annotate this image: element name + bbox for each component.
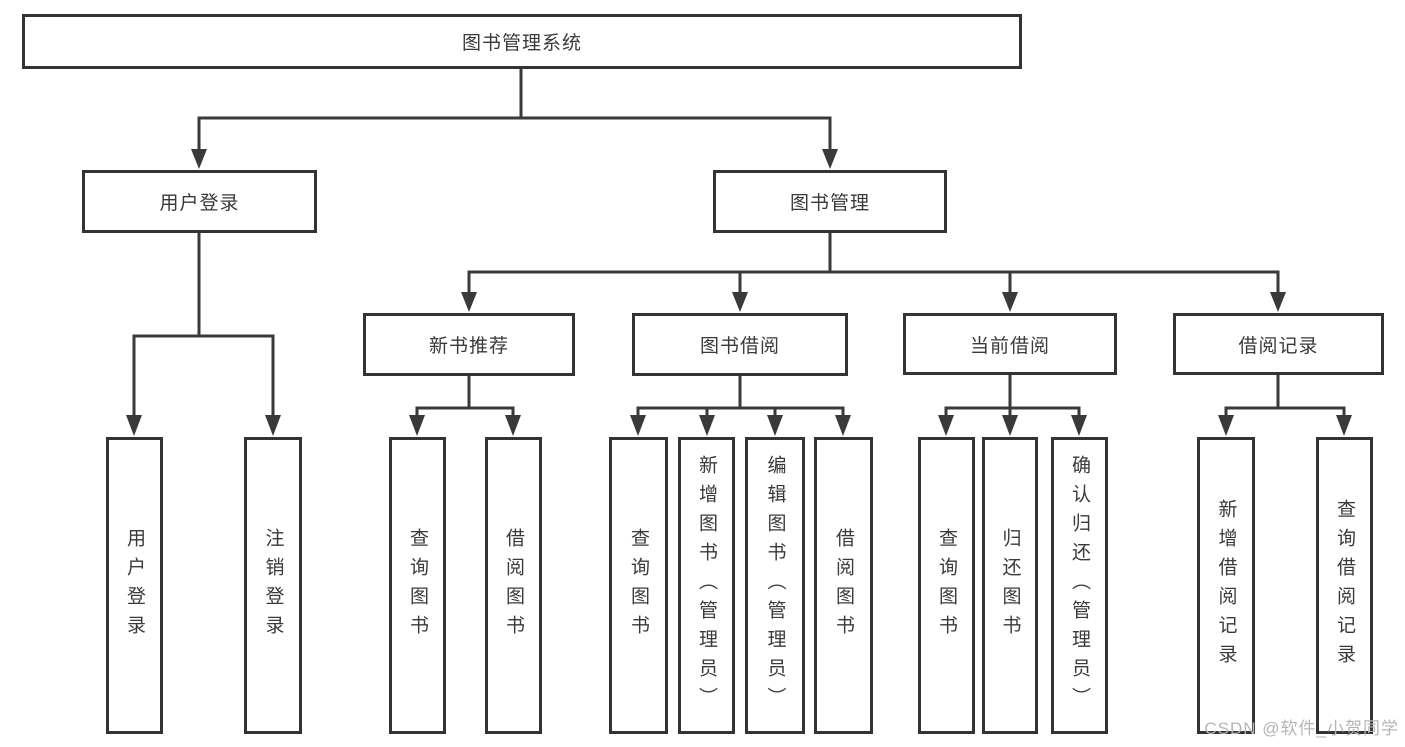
node-leaf-user-login: 用户登录 bbox=[106, 437, 163, 734]
node-leaf-query-books-borrowing-label: 查询图书 bbox=[628, 527, 649, 644]
node-leaf-confirm-return-admin: 确认归还（管理员） bbox=[1051, 437, 1108, 734]
node-leaf-return-books: 归还图书 bbox=[982, 437, 1038, 734]
connector-book-mgmt-categories bbox=[461, 231, 1286, 312]
node-leaf-query-books-recommend: 查询图书 bbox=[389, 437, 446, 734]
connector-records-children bbox=[1218, 373, 1352, 436]
node-leaf-edit-books-admin-label: 编辑图书（管理员） bbox=[764, 455, 786, 716]
node-leaf-borrow-books-borrowing-label: 借阅图书 bbox=[833, 527, 854, 644]
node-borrow-records: 借阅记录 bbox=[1173, 313, 1384, 375]
node-leaf-borrow-books-recommend-label: 借阅图书 bbox=[503, 527, 524, 644]
node-leaf-query-borrow-record-label: 查询借阅记录 bbox=[1334, 498, 1355, 673]
csdn-watermark: CSDN @软件_小贺同学 bbox=[1204, 719, 1399, 738]
node-leaf-borrow-books-borrowing: 借阅图书 bbox=[814, 437, 873, 734]
node-leaf-add-borrow-record: 新增借阅记录 bbox=[1197, 437, 1255, 734]
node-new-book-recommend: 新书推荐 bbox=[363, 313, 575, 376]
node-root-system-label: 图书管理系统 bbox=[461, 33, 582, 54]
node-leaf-query-books-borrowing: 查询图书 bbox=[609, 437, 668, 734]
node-book-borrowing: 图书借阅 bbox=[632, 313, 848, 376]
node-leaf-logout: 注销登录 bbox=[244, 437, 302, 734]
node-leaf-borrow-books-recommend: 借阅图书 bbox=[485, 437, 542, 734]
node-leaf-query-books-current: 查询图书 bbox=[918, 437, 975, 734]
node-current-borrowing-label: 当前借阅 bbox=[969, 335, 1050, 357]
node-leaf-add-books-admin-label: 新增图书（管理员） bbox=[696, 455, 717, 716]
node-leaf-logout-label: 注销登录 bbox=[262, 527, 284, 644]
node-leaf-confirm-return-admin-label: 确认归还（管理员） bbox=[1069, 455, 1090, 716]
node-leaf-edit-books-admin: 编辑图书（管理员） bbox=[745, 437, 805, 734]
node-book-management: 图书管理 bbox=[713, 170, 947, 233]
connector-new-books-children bbox=[409, 374, 521, 436]
connector-current-borrow-children bbox=[938, 373, 1087, 436]
node-leaf-query-books-recommend-label: 查询图书 bbox=[407, 527, 428, 644]
node-new-book-recommend-label: 新书推荐 bbox=[428, 336, 509, 357]
node-current-borrowing: 当前借阅 bbox=[903, 313, 1117, 375]
node-book-management-label: 图书管理 bbox=[789, 193, 870, 214]
connector-borrowing-children bbox=[630, 374, 851, 436]
node-leaf-return-books-label: 归还图书 bbox=[999, 527, 1021, 644]
node-user-login: 用户登录 bbox=[82, 170, 317, 233]
node-root-system: 图书管理系统 bbox=[22, 14, 1022, 69]
connector-user-login-children bbox=[126, 231, 281, 436]
node-leaf-query-borrow-record: 查询借阅记录 bbox=[1316, 437, 1373, 734]
node-leaf-user-login-label: 用户登录 bbox=[124, 527, 145, 644]
node-user-login-label: 用户登录 bbox=[159, 193, 240, 214]
node-leaf-add-borrow-record-label: 新增借阅记录 bbox=[1215, 498, 1237, 673]
connector-root-to-level2 bbox=[191, 67, 838, 169]
node-leaf-query-books-current-label: 查询图书 bbox=[936, 527, 957, 644]
node-leaf-add-books-admin: 新增图书（管理员） bbox=[678, 437, 735, 734]
node-borrow-records-label: 借阅记录 bbox=[1238, 335, 1319, 357]
node-book-borrowing-label: 图书借阅 bbox=[699, 336, 780, 357]
